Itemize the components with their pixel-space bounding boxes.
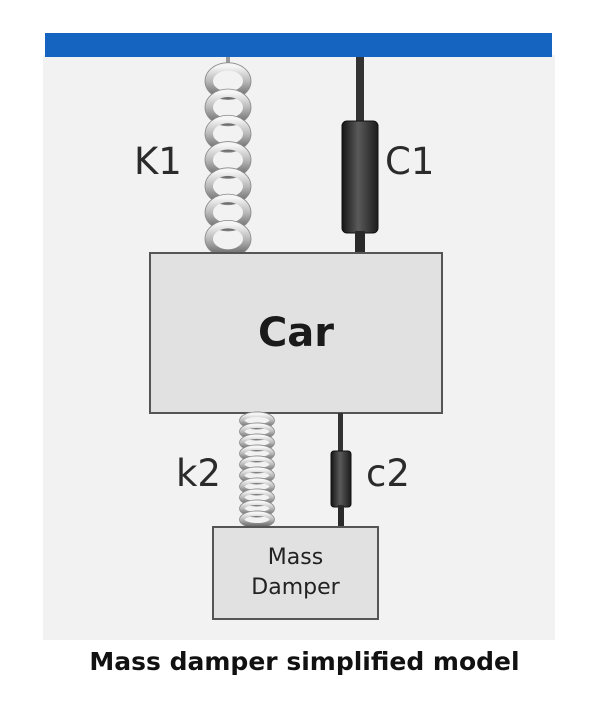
spring-coil-outline — [239, 499, 275, 518]
label-k1: K1 — [134, 140, 182, 183]
top-spring — [204, 57, 252, 258]
spring-coil-outline — [204, 88, 252, 127]
mass-damper-label: Mass Damper — [251, 545, 340, 600]
spring-coil — [239, 510, 275, 529]
top-damper-upper-rod — [356, 57, 364, 123]
bottom-damper — [330, 413, 352, 527]
spring-coil-outline — [239, 477, 275, 496]
top-damper-lower-rod — [355, 231, 365, 253]
car-body — [149, 252, 443, 414]
bottom-damper-lower-rod — [338, 505, 344, 527]
mass-damper-box — [212, 526, 379, 620]
spring-coil-outline — [239, 433, 275, 452]
spring-coil-outline — [239, 488, 275, 507]
spring-coil-outline — [204, 167, 252, 206]
bottom-damper-upper-rod — [338, 413, 343, 453]
spring-coil-outline — [239, 444, 275, 463]
spring-coil-outline — [204, 62, 252, 101]
label-k2: k2 — [176, 452, 221, 495]
ceiling-bar — [45, 33, 552, 57]
top-damper — [341, 57, 379, 253]
top-damper-cylinder — [341, 120, 379, 234]
bottom-spring — [239, 411, 275, 529]
spring-coil-outline — [204, 114, 252, 153]
spring-coil-outline — [204, 141, 252, 179]
figure-caption: Mass damper simplified model — [89, 647, 520, 676]
label-c2: c2 — [366, 452, 410, 495]
spring-coil-outline — [239, 422, 275, 441]
label-c1: C1 — [385, 140, 435, 183]
bottom-damper-cylinder — [330, 450, 352, 508]
spring-coil-outline — [239, 455, 275, 474]
spring-coil-outline — [204, 193, 252, 232]
car-label: Car — [257, 310, 335, 356]
spring-coil-outline — [239, 466, 275, 485]
spring-coil-outline — [239, 411, 275, 430]
